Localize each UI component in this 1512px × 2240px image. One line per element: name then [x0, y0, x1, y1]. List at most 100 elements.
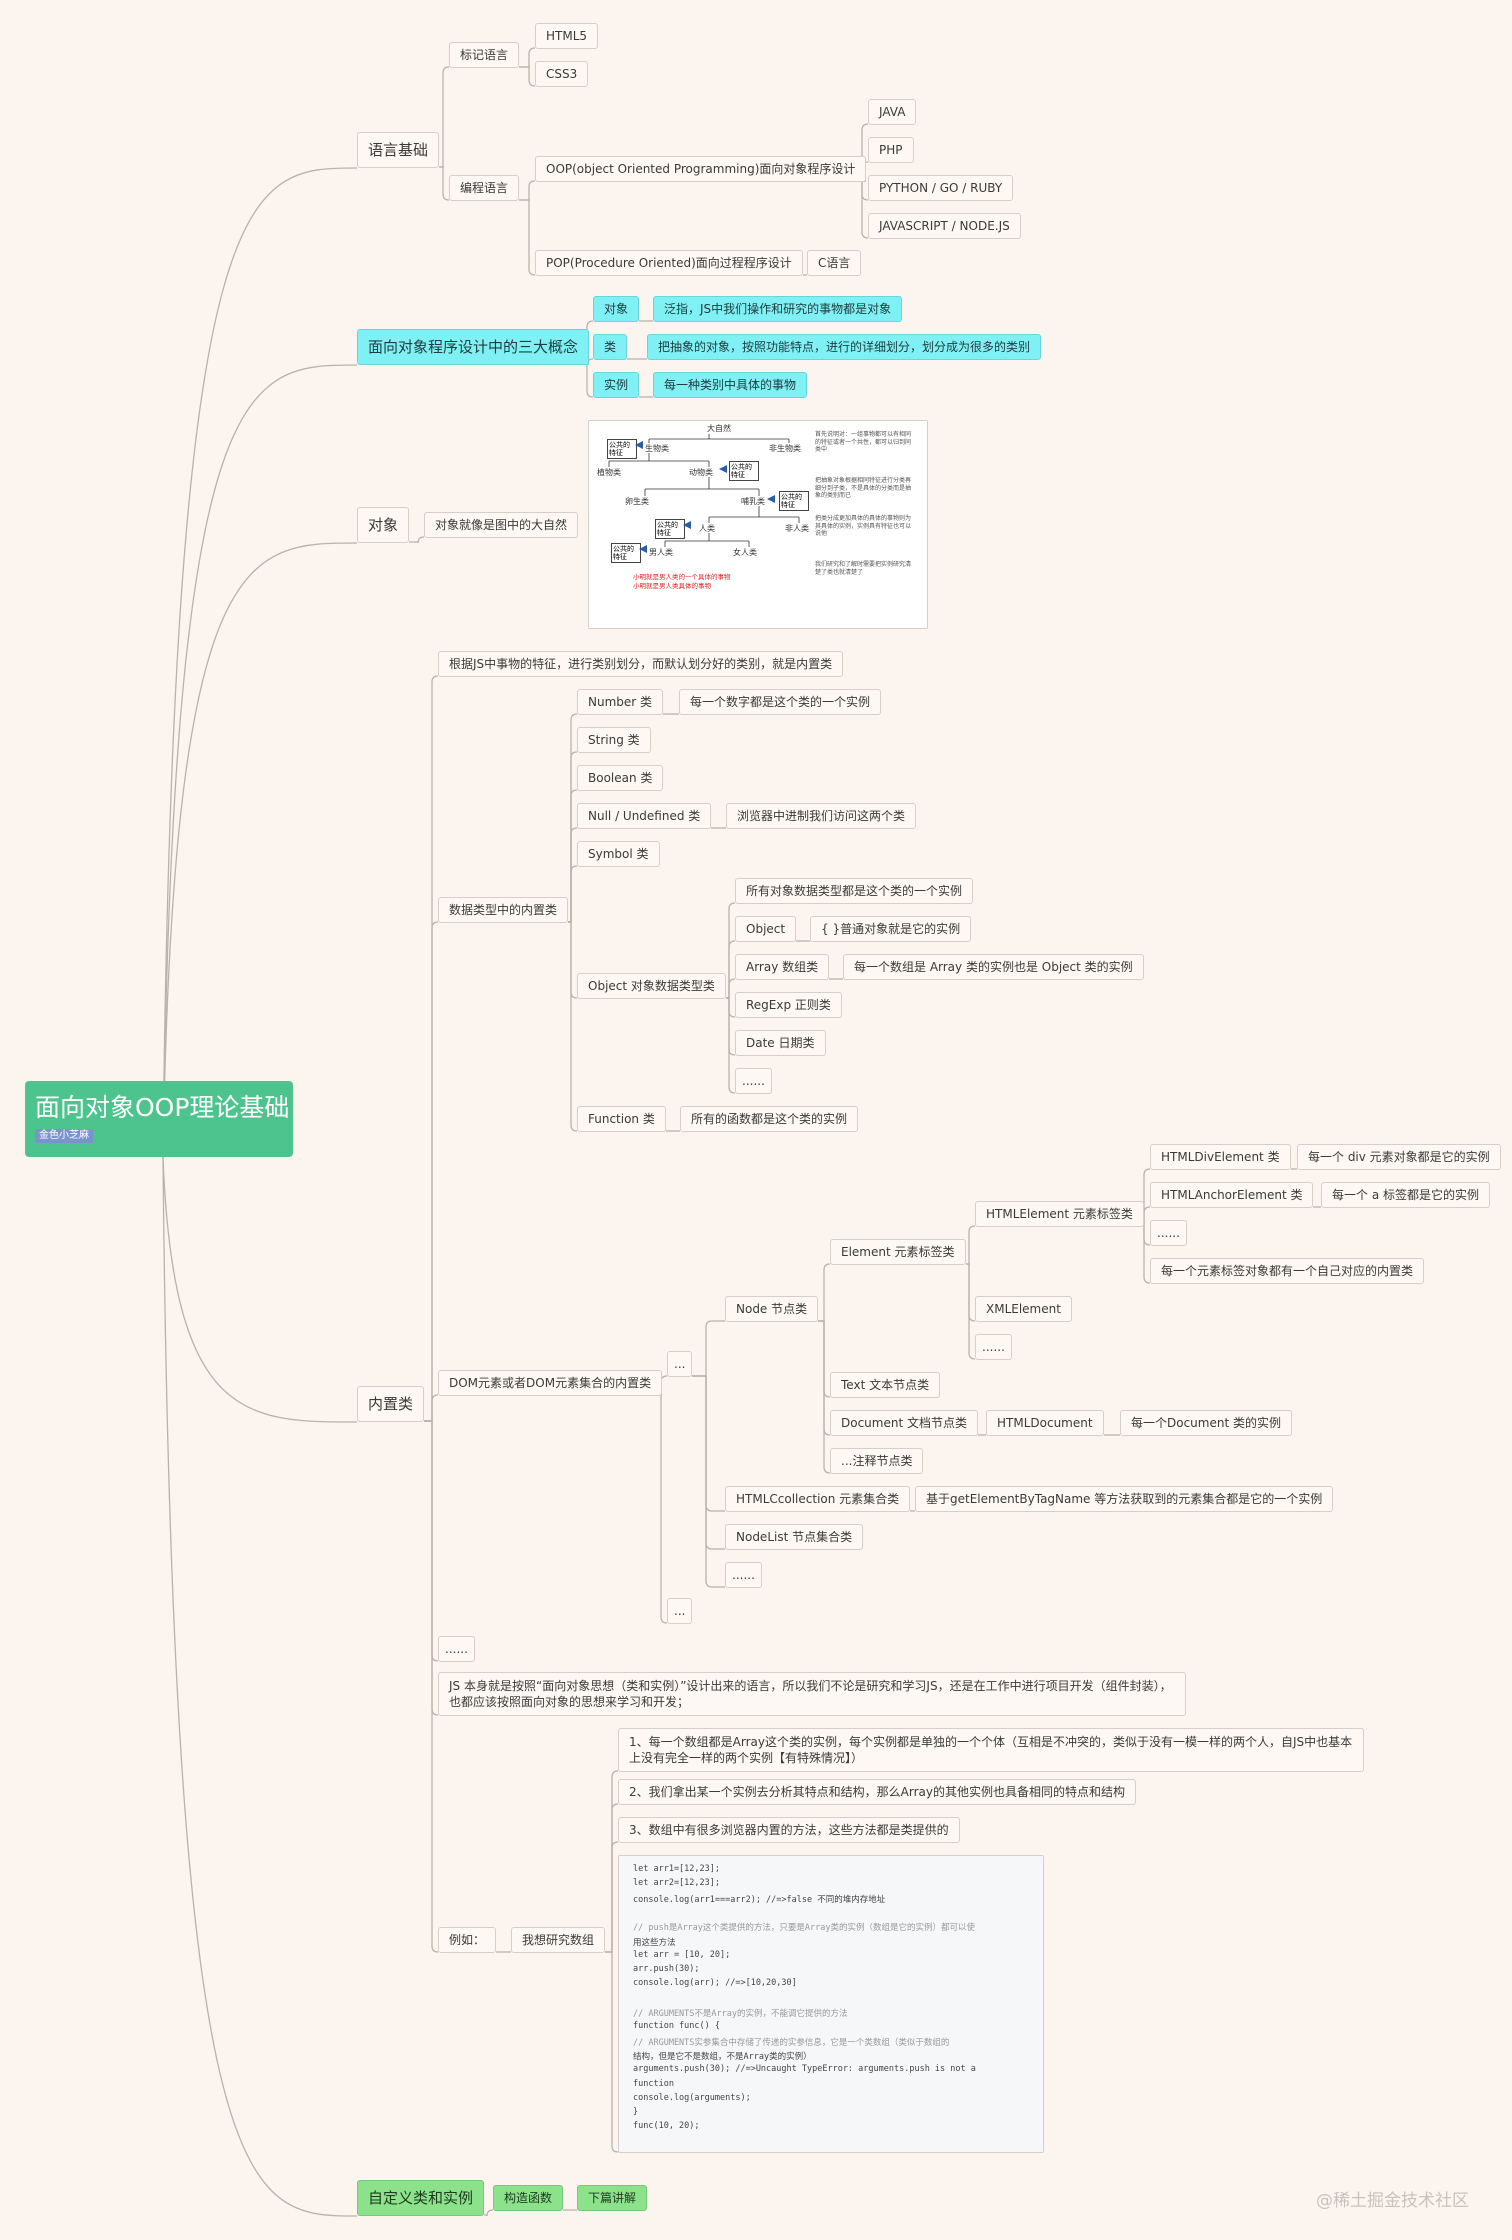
class-hierarchy-figure: 大自然 公共的特征 生物类 非生物类 植物类 动物类 公共的特征 卵生类 哺乳类… [588, 420, 928, 629]
node-python-go-ruby[interactable]: PYTHON / GO / RUBY [868, 175, 1014, 201]
fig-note-1: 首先说明对：一组事物都可以有相同的特征或者一个共性，都可以归到同类中 [815, 431, 912, 453]
node-string-class[interactable]: String 类 [577, 727, 651, 753]
node-point-1[interactable]: 1、每一个数组都是Array这个类的实例，每个实例都是单独的一个个体（互相是不冲… [618, 1728, 1364, 1772]
code-line: let arr1=[12,23]; [633, 1864, 720, 1874]
node-htmldivelement[interactable]: HTMLDivElement 类 [1150, 1144, 1291, 1170]
fig-common-4: 公共的特征 [655, 519, 685, 539]
node-builtin-more[interactable]: ...... [438, 1636, 475, 1662]
node-point-3[interactable]: 3、数组中有很多浏览器内置的方法，这些方法都是类提供的 [618, 1817, 960, 1843]
node-comment-class[interactable]: ...注释节点类 [830, 1448, 924, 1474]
topic-object[interactable]: 对象 [357, 507, 410, 543]
node-htmlelement-class[interactable]: HTMLElement 元素标签类 [975, 1201, 1144, 1227]
node-node-class[interactable]: Node 节点类 [725, 1296, 819, 1322]
fig-common-2: 公共的特征 [729, 461, 759, 481]
node-oop[interactable]: OOP(object Oriented Programming)面向对象程序设计 [535, 156, 867, 182]
code-line: console.log(arguments); [633, 2092, 751, 2103]
code-snippet: let arr1=[12,23];let arr2=[12,23];consol… [618, 1855, 1044, 2153]
node-array-class[interactable]: Array 数组类 [735, 954, 830, 980]
node-function-class[interactable]: Function 类 [577, 1106, 666, 1132]
concept-instance-desc[interactable]: 每一种类别中具体的事物 [653, 372, 808, 398]
node-regexp-class[interactable]: RegExp 正则类 [735, 992, 842, 1018]
node-array-desc[interactable]: 每一个数组是 Array 类的实例也是 Object 类的实例 [843, 954, 1144, 980]
node-study-array[interactable]: 我想研究数组 [511, 1927, 606, 1953]
node-builtin-desc[interactable]: 根据JS中事物的特征，进行类别划分，而默认划分好的类别，就是内置类 [438, 651, 844, 677]
concept-class[interactable]: 类 [593, 334, 628, 360]
code-line: console.log(arr); //=>[10,20,30] [633, 1978, 797, 1989]
node-javascript-nodejs[interactable]: JAVASCRIPT / NODE.JS [868, 213, 1021, 239]
node-dom-ellipsis-b[interactable]: ... [667, 1598, 693, 1624]
fig-common-3: 公共的特征 [779, 491, 809, 511]
node-number-class[interactable]: Number 类 [577, 689, 664, 715]
node-every-element-builtin[interactable]: 每一个元素标签对象都有一个自己对应的内置类 [1150, 1258, 1425, 1284]
fig-female: 女人类 [733, 548, 757, 557]
node-htmlcollection-desc[interactable]: 基于getElementByTagName 等方法获取到的元素集合都是它的一个实… [915, 1486, 1334, 1512]
concept-instance[interactable]: 实例 [593, 372, 640, 398]
node-js-oop-note[interactable]: JS 本身就是按照“面向对象思想（类和实例）”设计出来的语言，所以我们不论是研究… [438, 1672, 1186, 1716]
root-title: 面向对象OOP理论基础 [35, 1093, 290, 1122]
node-number-desc[interactable]: 每一个数字都是这个类的一个实例 [679, 689, 882, 715]
node-htmlcollection[interactable]: HTMLCcollection 元素集合类 [725, 1486, 911, 1512]
node-css3[interactable]: CSS3 [535, 61, 589, 87]
watermark: @稀土掘金技术社区 [1316, 2191, 1469, 2211]
node-symbol-class[interactable]: Symbol 类 [577, 841, 660, 867]
node-c-language[interactable]: C语言 [807, 250, 862, 276]
node-nodelist[interactable]: NodeList 节点集合类 [725, 1524, 864, 1550]
node-htmlanchorelement[interactable]: HTMLAnchorElement 类 [1150, 1182, 1314, 1208]
node-point-2[interactable]: 2、我们拿出某一个实例去分析其特点和结构，那么Array的其他实例也具备相同的特… [618, 1779, 1136, 1805]
node-htmlanchorelement-desc[interactable]: 每一个 a 标签都是它的实例 [1321, 1182, 1490, 1208]
node-object-type-class[interactable]: Object 对象数据类型类 [577, 973, 726, 999]
node-function-desc[interactable]: 所有的函数都是这个类的实例 [680, 1106, 859, 1132]
code-line: 结构，但是它不是数组，不是Array类的实例） [633, 2051, 812, 2062]
topic-custom-class[interactable]: 自定义类和实例 [357, 2180, 485, 2216]
code-line: function [633, 2078, 674, 2089]
node-htmldivelement-desc[interactable]: 每一个 div 元素对象都是它的实例 [1297, 1144, 1501, 1170]
node-object-like-nature[interactable]: 对象就像是图中的大自然 [424, 512, 579, 538]
node-element-more[interactable]: ...... [975, 1334, 1012, 1360]
node-boolean-class[interactable]: Boolean 类 [577, 765, 664, 791]
node-constructor[interactable]: 构造函数 [493, 2185, 564, 2211]
node-object-type-more[interactable]: ...... [735, 1068, 772, 1094]
node-programming-language[interactable]: 编程语言 [449, 175, 520, 201]
node-object-type-all[interactable]: 所有对象数据类型都是这个类的一个实例 [735, 878, 974, 904]
fig-note-3: 把类分成更加具体的具体的事物则为其具体的实例，实例具有特征也可以说他 [815, 515, 912, 537]
node-htmldocument[interactable]: HTMLDocument [986, 1410, 1104, 1436]
node-object[interactable]: Object [735, 916, 797, 942]
topic-three-concepts[interactable]: 面向对象程序设计中的三大概念 [357, 329, 590, 365]
node-htmlelement-more[interactable]: ...... [1150, 1220, 1187, 1246]
node-dom-builtin[interactable]: DOM元素或者DOM元素集合的内置类 [438, 1370, 663, 1396]
node-html5[interactable]: HTML5 [535, 23, 599, 49]
fig-note-2: 把抽象对象根据相同特征进行分类再细分到子类，不是具体的分类而是抽象的类别而已 [815, 477, 912, 499]
fig-nonhuman: 非人类 [785, 524, 809, 533]
fig-nature: 大自然 [707, 424, 731, 433]
node-php[interactable]: PHP [868, 137, 914, 163]
fig-male: 男人类 [649, 548, 673, 557]
code-line: let arr = [10, 20]; [633, 1949, 731, 1960]
node-xmlelement[interactable]: XMLElement [975, 1296, 1072, 1322]
node-null-undefined-class[interactable]: Null / Undefined 类 [577, 803, 712, 829]
node-datatype-builtin[interactable]: 数据类型中的内置类 [438, 897, 569, 923]
node-dom-more[interactable]: ...... [725, 1562, 762, 1588]
node-date-class[interactable]: Date 日期类 [735, 1030, 826, 1056]
fig-common-5: 公共的特征 [611, 543, 641, 563]
concept-object-desc[interactable]: 泛指，JS中我们操作和研究的事物都是对象 [653, 296, 903, 322]
topic-builtin-classes[interactable]: 内置类 [357, 1386, 425, 1422]
node-dom-ellipsis-a[interactable]: ... [667, 1351, 693, 1377]
concept-class-desc[interactable]: 把抽象的对象，按照功能特点，进行的详细划分，划分成为很多的类别 [647, 334, 1042, 360]
topic-language-basics[interactable]: 语言基础 [357, 132, 440, 168]
node-java[interactable]: JAVA [868, 99, 917, 125]
node-example[interactable]: 例如： [438, 1927, 497, 1953]
node-next-article[interactable]: 下篇讲解 [577, 2185, 648, 2211]
node-markup-language[interactable]: 标记语言 [449, 42, 520, 68]
node-element-class[interactable]: Element 元素标签类 [830, 1239, 966, 1265]
node-text-class[interactable]: Text 文本节点类 [830, 1372, 941, 1398]
node-htmldocument-desc[interactable]: 每一个Document 类的实例 [1120, 1410, 1292, 1436]
node-document-class[interactable]: Document 文档节点类 [830, 1410, 978, 1436]
author-tag: 金色小芝麻 [35, 1129, 93, 1143]
fig-living: 生物类 [645, 444, 669, 453]
node-pop[interactable]: POP(Procedure Oriented)面向过程程序设计 [535, 250, 803, 276]
root-node[interactable]: 面向对象OOP理论基础 金色小芝麻 [25, 1081, 293, 1157]
node-null-undefined-desc[interactable]: 浏览器中进制我们访问这两个类 [726, 803, 917, 829]
code-line: func(10, 20); [633, 2121, 700, 2132]
concept-object[interactable]: 对象 [593, 296, 640, 322]
node-object-desc[interactable]: { }普通对象就是它的实例 [810, 916, 972, 942]
